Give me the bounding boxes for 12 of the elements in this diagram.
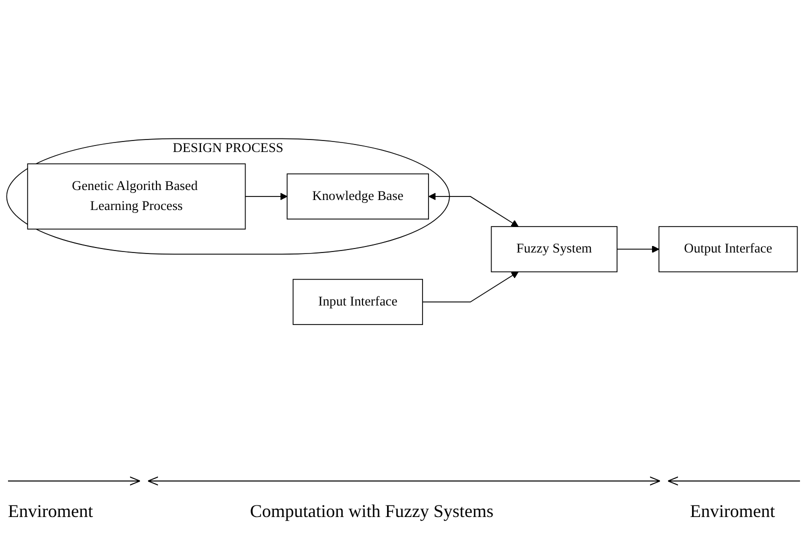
span-label: Enviroment	[690, 501, 775, 522]
arrow	[428, 192, 519, 227]
span-label: Computation with Fuzzy Systems	[250, 501, 494, 522]
arrow	[422, 271, 519, 302]
span-label: Enviroment	[8, 501, 93, 522]
node-box: Genetic Algorith Based Learning Process	[27, 163, 246, 230]
arrow	[616, 245, 660, 253]
node-box: Output Interface	[658, 226, 798, 272]
node-box: Knowledge Base	[286, 173, 429, 220]
node-box: Input Interface	[292, 278, 423, 325]
arrow	[244, 192, 288, 200]
node-box: Fuzzy System	[490, 226, 618, 272]
